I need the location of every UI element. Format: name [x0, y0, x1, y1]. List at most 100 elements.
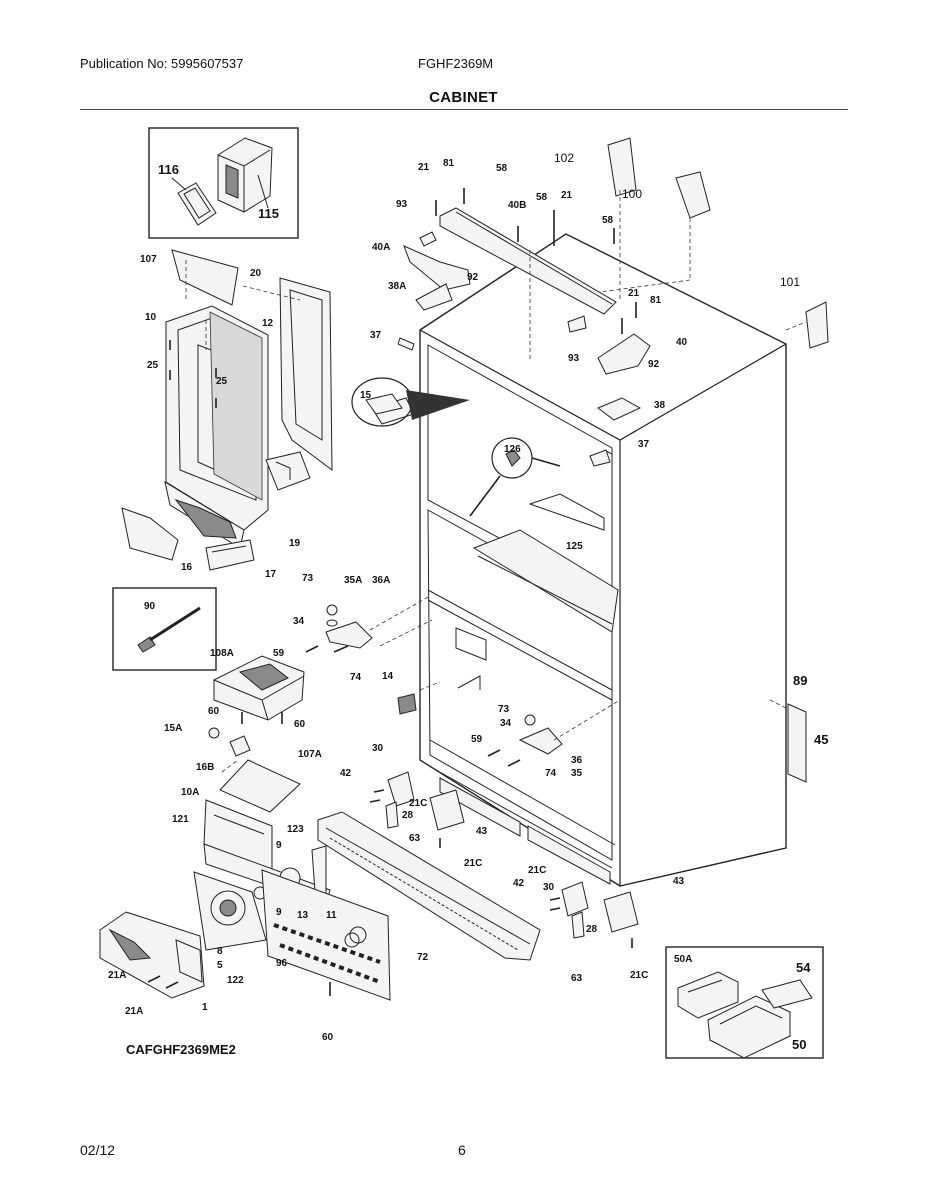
label-81-b: 81: [650, 295, 662, 306]
label-43-b: 43: [673, 876, 685, 887]
label-115: 115: [258, 206, 279, 221]
label-100: 100: [622, 187, 642, 201]
label-89: 89: [793, 673, 807, 688]
label-126: 126: [504, 444, 521, 455]
label-1: 1: [202, 1002, 208, 1013]
label-92-a: 92: [467, 272, 479, 283]
light-housing-assembly: [208, 655, 305, 813]
label-14: 14: [382, 671, 394, 682]
label-10A: 10A: [181, 787, 199, 798]
bottom-hinge-right: [549, 881, 639, 948]
label-30-b: 30: [543, 882, 555, 893]
label-38: 38: [654, 400, 666, 411]
label-58-c: 58: [602, 215, 614, 226]
label-38A: 38A: [388, 281, 406, 292]
label-15A: 15A: [164, 723, 182, 734]
label-37-b: 37: [638, 439, 650, 450]
label-21A-b: 21A: [125, 1006, 143, 1017]
kick-plate-grille: [317, 811, 541, 961]
callout-126: [469, 437, 561, 517]
label-58-b: 58: [536, 192, 548, 203]
label-40A: 40A: [372, 242, 390, 253]
top-hinge-hardware: [371, 137, 829, 467]
label-9-a: 9: [276, 840, 282, 851]
label-21C-a: 21C: [409, 798, 427, 809]
label-35A: 35A: [344, 575, 362, 586]
publication-date: 02/12: [80, 1142, 116, 1158]
label-11: 11: [326, 910, 337, 921]
model-number: FGHF2369M: [418, 56, 494, 71]
label-59-a: 59: [273, 648, 285, 659]
label-8: 8: [217, 946, 223, 957]
label-60-a: 60: [208, 706, 220, 717]
label-54: 54: [796, 960, 811, 975]
label-50A: 50A: [674, 954, 692, 965]
bottom-hinge-left: [369, 771, 465, 848]
diagram-code: CAFGHF2369ME2: [126, 1042, 236, 1057]
label-21C-b: 21C: [464, 858, 482, 869]
label-17: 17: [265, 569, 277, 580]
label-15: 15: [360, 390, 372, 401]
label-34-a: 34: [293, 616, 305, 627]
label-21-a: 21: [418, 162, 430, 173]
label-73-a: 73: [302, 573, 314, 584]
label-81-a: 81: [443, 158, 455, 169]
part-labels: 116 115 107 20 10 12 25 25 19 16 17 90 1…: [108, 151, 828, 1057]
label-13: 13: [297, 910, 309, 921]
label-34-b: 34: [500, 718, 512, 729]
label-116: 116: [158, 162, 179, 177]
label-107: 107: [140, 254, 157, 265]
dispenser-housing-assembly: [121, 249, 333, 571]
label-73-b: 73: [498, 704, 510, 715]
middle-hinge-right: [487, 699, 621, 767]
label-125: 125: [566, 541, 583, 552]
label-16: 16: [181, 562, 193, 573]
label-36: 36: [571, 755, 583, 766]
label-107A: 107A: [298, 749, 322, 760]
label-36A: 36A: [372, 575, 390, 586]
label-20: 20: [250, 268, 262, 279]
label-28-b: 28: [586, 924, 598, 935]
label-123: 123: [287, 824, 304, 835]
label-92-b: 92: [648, 359, 660, 370]
header-divider: [80, 109, 848, 110]
inset-drawer-parts: [665, 946, 824, 1059]
label-5: 5: [217, 960, 223, 971]
lower-control-assembly: [99, 799, 391, 1001]
label-90: 90: [144, 601, 156, 612]
label-74-a: 74: [350, 672, 362, 683]
label-59-b: 59: [471, 734, 483, 745]
label-40: 40: [676, 337, 688, 348]
label-21C-d: 21C: [630, 970, 648, 981]
label-25-b: 25: [216, 376, 228, 387]
label-74-b: 74: [545, 768, 557, 779]
callout-15: [351, 377, 470, 427]
label-96: 96: [276, 958, 288, 969]
label-9-b: 9: [276, 907, 282, 918]
label-21-b: 21: [561, 190, 573, 201]
label-121: 121: [172, 814, 189, 825]
inset-sensor-wire: [112, 587, 217, 671]
label-60-c: 60: [322, 1032, 334, 1043]
label-63-b: 63: [571, 973, 583, 984]
label-30-a: 30: [372, 743, 384, 754]
side-panel-89: [769, 699, 807, 783]
label-21A-a: 21A: [108, 970, 126, 981]
label-35: 35: [571, 768, 583, 779]
label-45: 45: [814, 732, 828, 747]
label-42-b: 42: [513, 878, 525, 889]
label-40B: 40B: [508, 200, 526, 211]
label-42-a: 42: [340, 768, 352, 779]
label-60-b: 60: [294, 719, 306, 730]
section-title: CABINET: [429, 89, 498, 106]
label-43-a: 43: [476, 826, 488, 837]
label-21C-c: 21C: [528, 865, 546, 876]
label-10: 10: [145, 312, 157, 323]
label-12: 12: [262, 318, 274, 329]
label-25-a: 25: [147, 360, 159, 371]
label-122: 122: [227, 975, 244, 986]
label-19: 19: [289, 538, 301, 549]
label-108A: 108A: [210, 648, 234, 659]
label-101: 101: [780, 275, 800, 289]
